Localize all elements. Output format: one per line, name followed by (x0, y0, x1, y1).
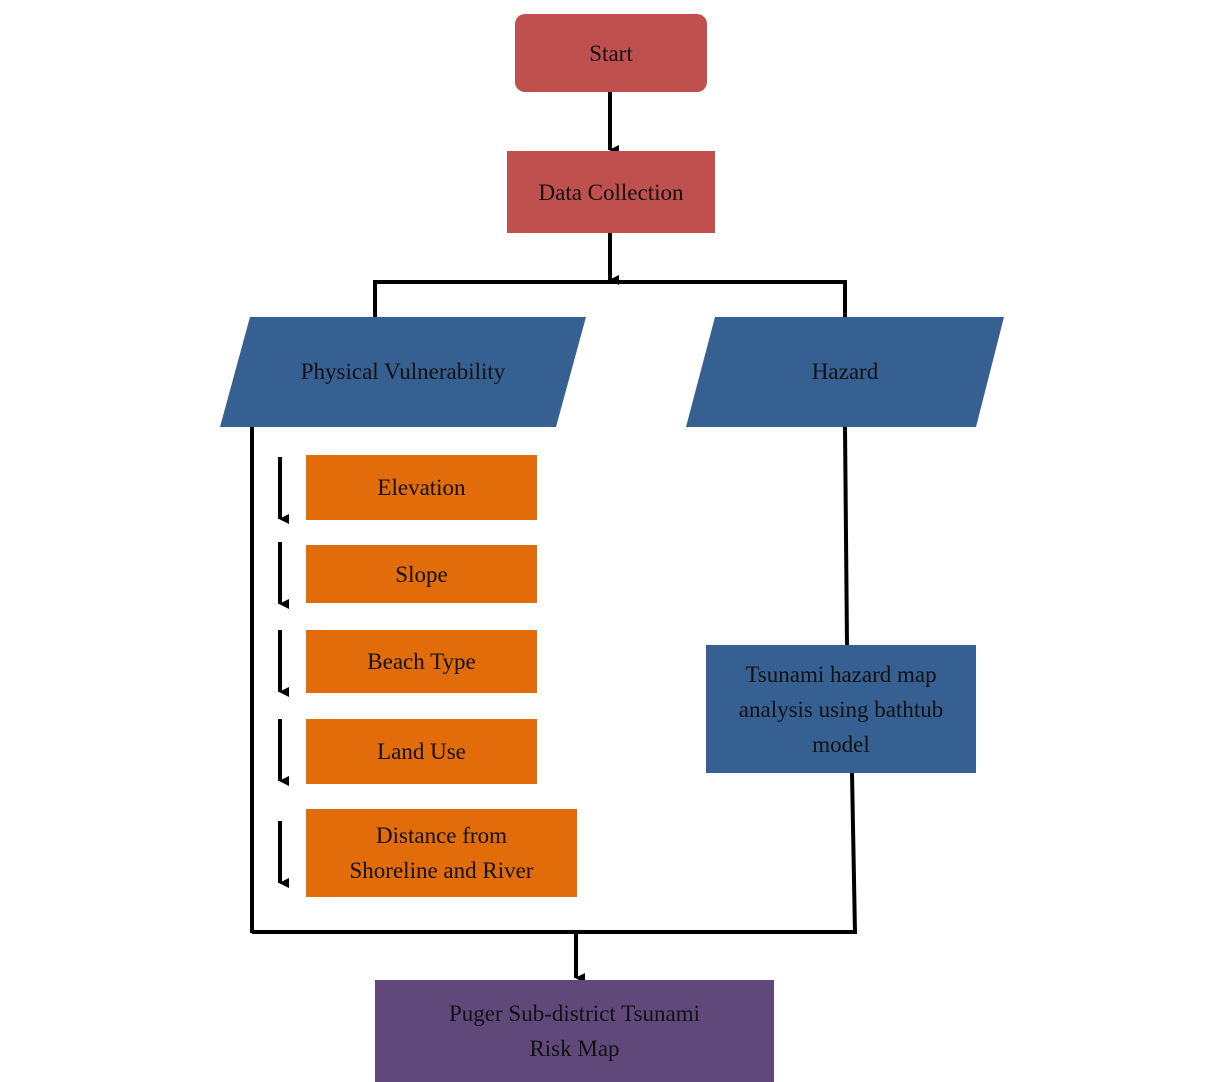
risk-map-label: Puger Sub-district Tsunami Risk Map (449, 1001, 700, 1061)
elevation-node: Elevation (306, 455, 537, 520)
hazard-node: Hazard (700, 317, 990, 427)
physical-vulnerability-label: Physical Vulnerability (300, 359, 506, 384)
start-node: Start (515, 14, 707, 92)
land-use-label: Land Use (377, 739, 466, 764)
data-collection-node: Data Collection (507, 151, 715, 233)
hazard-line-lower (850, 772, 857, 934)
land-use-node: Land Use (306, 719, 537, 784)
hazard-shape (686, 317, 1004, 427)
data-collection-label: Data Collection (538, 179, 684, 205)
hazard-line-upper (843, 426, 849, 646)
slope-node: Slope (306, 545, 537, 603)
elevation-label: Elevation (377, 475, 466, 500)
beach-type-label: Beach Type (367, 649, 476, 674)
physical-vulnerability-node: Physical Vulnerability (240, 317, 566, 427)
slope-label: Slope (395, 561, 448, 587)
beach-type-node: Beach Type (306, 630, 537, 693)
risk-map-node: Puger Sub-district Tsunami Risk Map (375, 980, 774, 1082)
distance-label: Distance from Shoreline and River (349, 823, 534, 883)
hazard-analysis-label: Tsunami hazard map analysis using bathtu… (738, 661, 944, 757)
distance-node: Distance from Shoreline and River (306, 809, 577, 897)
physical-vulnerability-shape (220, 317, 586, 427)
hazard-analysis-node: Tsunami hazard map analysis using bathtu… (706, 645, 976, 773)
split-bar (373, 280, 847, 318)
hazard-label: Hazard (811, 359, 879, 384)
start-label: Start (589, 40, 633, 66)
